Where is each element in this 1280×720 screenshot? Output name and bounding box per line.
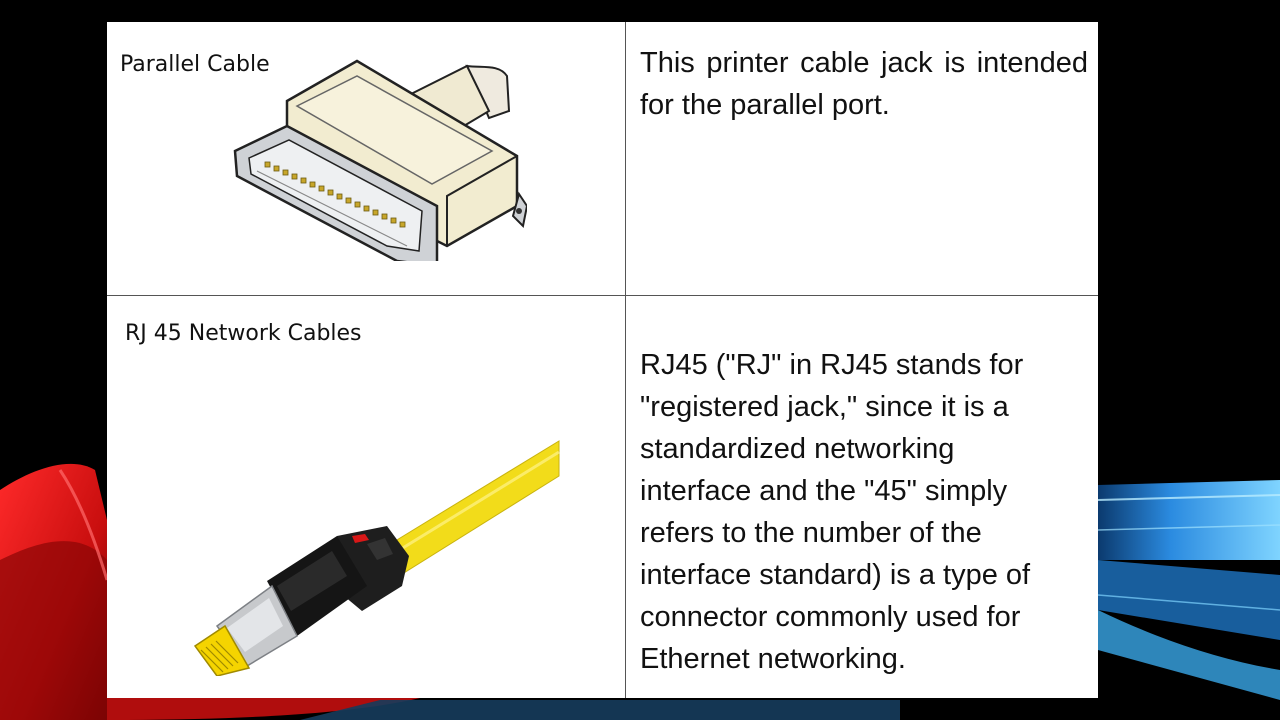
rj45-description-line: interface standard) is a type of xyxy=(640,559,1031,591)
parallel-cable-cell: Parallel Cable xyxy=(107,22,625,295)
rj45-description-line: "registered jack," since it is a xyxy=(640,391,1009,423)
rj45-description-line: refers to the number of the xyxy=(640,517,982,549)
rj45-description-line: interface and the "45" simply xyxy=(640,475,1008,507)
rj45-description-line: connector commonly used for xyxy=(640,601,1021,633)
rj45-description-line: standardized networking xyxy=(640,433,955,465)
rj45-description-line: RJ45 ("RJ" in RJ45 stands for xyxy=(640,349,1024,381)
rj45-cable-caption: RJ 45 Network Cables xyxy=(125,321,362,346)
parallel-cable-caption: Parallel Cable xyxy=(120,52,270,77)
rj45-description-cell: RJ45 ("RJ" in RJ45 stands for "registere… xyxy=(626,296,1098,698)
rj45-cable-cell: RJ 45 Network Cables xyxy=(107,296,625,698)
table-row-divider xyxy=(107,295,1098,296)
parallel-cable-description: This printer cable jack is intended for … xyxy=(640,47,1088,121)
rj45-connector-icon xyxy=(193,440,560,676)
table-column-divider xyxy=(625,22,626,698)
parallel-cable-description-cell: This printer cable jack is intended for … xyxy=(626,22,1098,295)
content-table: Parallel Cable xyxy=(107,22,1098,698)
rj45-description-line: Ethernet networking. xyxy=(640,643,906,675)
parallel-cable-connector-icon xyxy=(233,59,527,261)
rj45-description: RJ45 ("RJ" in RJ45 stands for "registere… xyxy=(640,344,1088,680)
